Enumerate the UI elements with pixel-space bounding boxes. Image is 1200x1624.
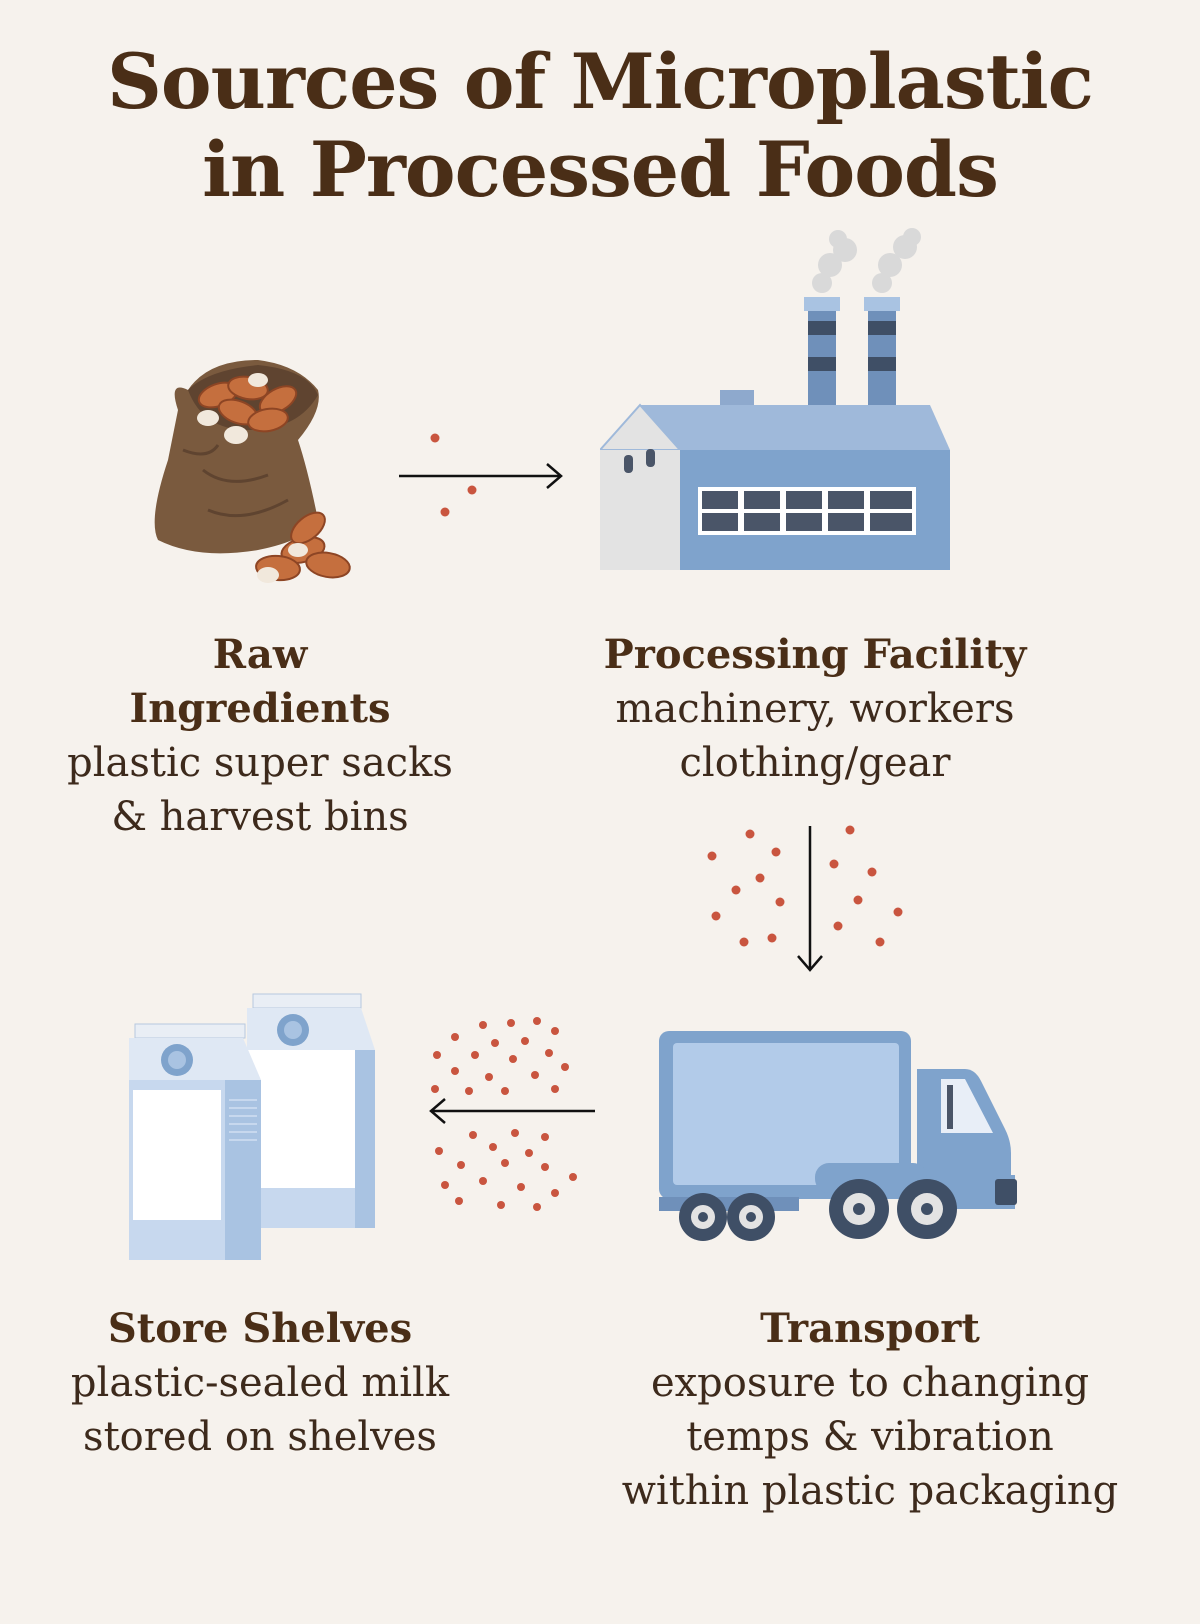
store-shelves-heading-line: Store Shelves: [107, 1305, 413, 1352]
arrow-left-icon: [429, 1017, 595, 1211]
raw-ingredients-desc-line: & harvest bins: [111, 794, 409, 840]
raw-ingredients-desc-line: plastic super sacks: [67, 740, 453, 786]
processing-facility-desc-line: machinery, workers: [615, 686, 1015, 732]
raw-ingredients-description: plastic super sacks & harvest bins: [40, 736, 480, 844]
transport-description: exposure to changing temps & vibration w…: [590, 1356, 1150, 1518]
page-title: Sources of Microplastic in Processed Foo…: [0, 38, 1200, 214]
factory-icon: [600, 228, 950, 570]
processing-facility-caption: Processing Facility machinery, workers c…: [555, 628, 1075, 790]
transport-desc-line: temps & vibration: [686, 1414, 1054, 1460]
transport-desc-line: within plastic packaging: [621, 1468, 1119, 1514]
truck-icon: [659, 1031, 1017, 1241]
arrow-down-icon: [707, 825, 903, 972]
processing-facility-description: machinery, workers clothing/gear: [555, 682, 1075, 790]
transport-heading: Transport: [590, 1302, 1150, 1356]
raw-ingredients-caption: Raw Ingredients plastic super sacks & ha…: [40, 628, 480, 844]
store-shelves-heading: Store Shelves: [40, 1302, 480, 1356]
processing-facility-heading-line: Processing Facility: [603, 631, 1027, 678]
raw-ingredients-heading: Raw Ingredients: [40, 628, 480, 736]
processing-facility-desc-line: clothing/gear: [679, 740, 951, 786]
store-shelves-description: plastic-sealed milk stored on shelves: [40, 1356, 480, 1464]
raw-ingredients-heading-line: Raw: [212, 631, 308, 678]
store-shelves-desc-line: stored on shelves: [83, 1414, 437, 1460]
transport-caption: Transport exposure to changing temps & v…: [590, 1302, 1150, 1518]
processing-facility-heading: Processing Facility: [555, 628, 1075, 682]
title-line-2: in Processed Foods: [202, 125, 999, 214]
transport-heading-line: Transport: [760, 1305, 980, 1352]
milk-carton-icon: [129, 993, 375, 1260]
transport-desc-line: exposure to changing: [650, 1360, 1090, 1406]
title-line-1: Sources of Microplastic: [107, 37, 1094, 126]
store-shelves-caption: Store Shelves plastic-sealed milk stored…: [40, 1302, 480, 1464]
raw-ingredients-heading-line: Ingredients: [129, 685, 391, 732]
almond-sack-icon: [154, 360, 351, 583]
arrow-right-icon: [399, 433, 563, 517]
store-shelves-desc-line: plastic-sealed milk: [70, 1360, 450, 1406]
